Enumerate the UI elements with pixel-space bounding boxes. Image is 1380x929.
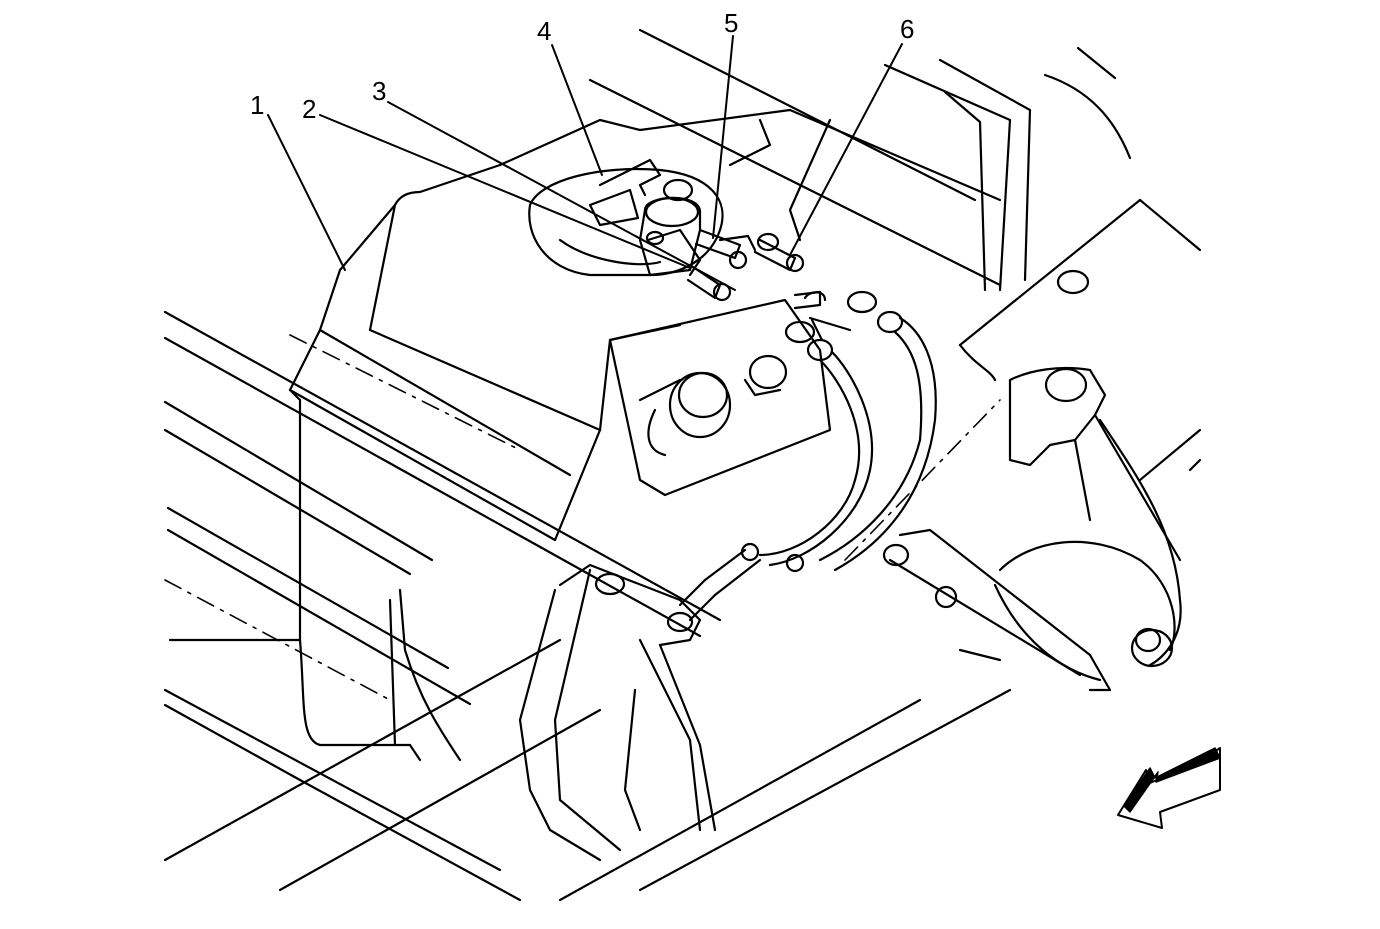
callout-2: 2 — [302, 94, 316, 124]
callout-4: 4 — [537, 16, 551, 46]
leader-4 — [552, 45, 602, 175]
callout-5: 5 — [724, 8, 738, 38]
leader-3 — [388, 102, 735, 290]
callout-6: 6 — [900, 14, 914, 44]
rear-axle — [884, 368, 1200, 690]
centerlines — [165, 335, 1000, 700]
callout-1: 1 — [250, 90, 264, 120]
frame-top-right — [590, 30, 1200, 380]
fuel-lines — [680, 292, 936, 620]
mounting-bracket-front — [520, 565, 715, 860]
fuel-sender-assembly — [529, 160, 722, 275]
line-fittings — [688, 230, 825, 308]
leader-5 — [713, 36, 733, 238]
filler-panel — [610, 300, 830, 495]
callout-3: 3 — [372, 76, 386, 106]
callout-leaders — [268, 36, 902, 290]
leader-1 — [268, 115, 345, 270]
callout-labels: 1 2 3 4 5 6 — [250, 8, 914, 124]
fuel-tank — [170, 110, 1000, 760]
frame-rail-left — [165, 312, 1010, 900]
front-direction-arrow-icon — [1118, 748, 1220, 828]
leader-2 — [320, 115, 690, 268]
leader-6 — [790, 44, 902, 255]
